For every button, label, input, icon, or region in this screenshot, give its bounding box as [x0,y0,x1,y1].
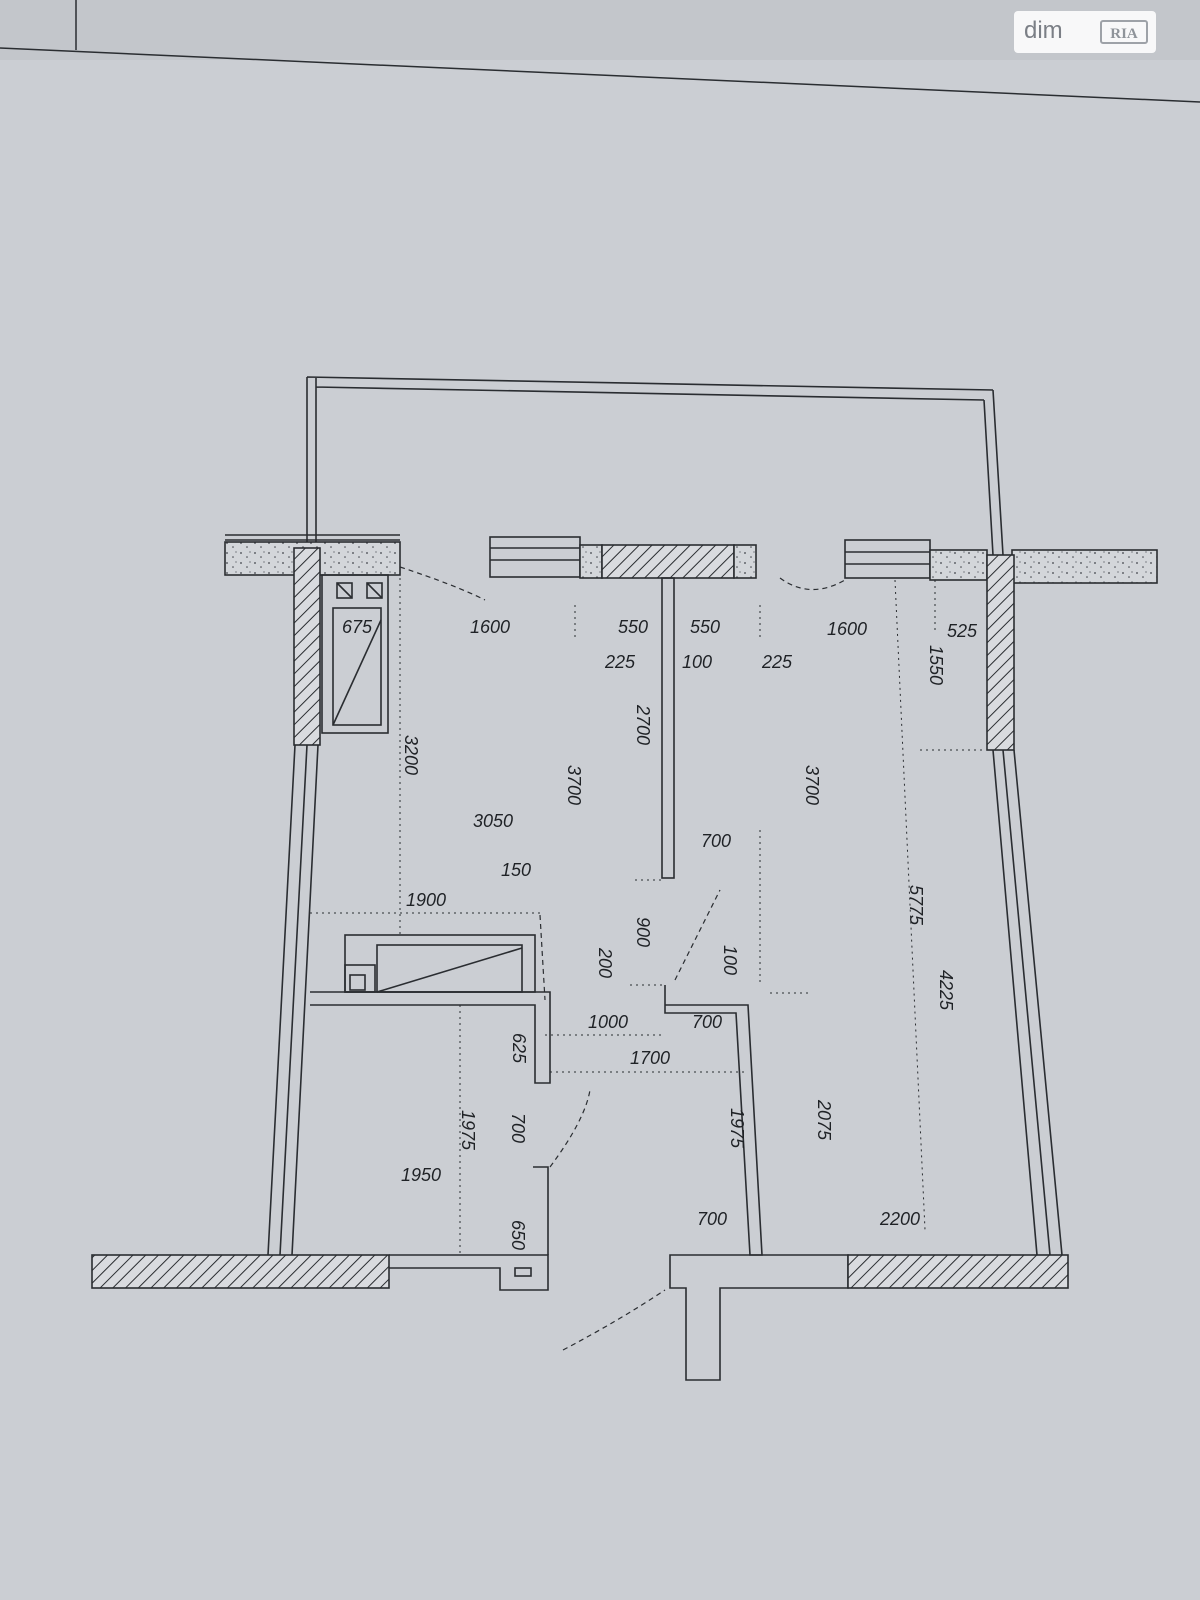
wall-left-exterior [267,744,319,1256]
wall-bottom-right-hatched [847,1254,1069,1289]
dimension-label-d700b: 700 [692,1012,722,1032]
watermark-badge: RIA [1100,20,1148,44]
dimension-label-d1600b: 1600 [827,619,867,639]
wall-right-exterior [992,749,1063,1256]
dimension-label-d1950: 1950 [401,1165,441,1185]
wall-right-hatched [986,554,1015,751]
dimension-lines [310,578,985,1255]
dimension-label-d650: 650 [508,1220,528,1250]
watermark: dim RIA [1014,11,1156,53]
dimension-label-d1000: 1000 [588,1012,628,1032]
wall-bottom-left-hatched [91,1254,390,1289]
dimension-label-d225b: 225 [761,652,793,672]
wall-top-far-right [1011,549,1158,584]
dimension-label-d900: 900 [633,917,653,947]
dimension-label-d675: 675 [342,617,373,637]
dimension-label-d225a: 225 [604,652,636,672]
dimension-label-d1975a: 1975 [458,1110,478,1151]
dimension-label-d3700b: 3700 [802,765,822,805]
dimension-label-d700c: 700 [508,1113,528,1143]
dimension-label-d1550: 1550 [926,645,946,685]
watermark-brand: dim [1024,17,1063,44]
wall-bottom-left-stub [389,1254,549,1291]
dimension-label-d700a: 700 [701,831,731,851]
partition-center [661,577,675,879]
balcony-outline [306,376,1004,556]
dimension-label-d5775: 5775 [906,885,926,926]
dimension-label-d100b: 100 [720,945,740,975]
dimension-label-d525: 525 [947,621,978,641]
dimension-label-d2200: 2200 [879,1209,920,1229]
dimension-label-d150: 150 [501,860,531,880]
dimension-label-d3050: 3050 [473,811,513,831]
dimension-label-d700d: 700 [697,1209,727,1229]
door-swings [399,566,846,1351]
dimension-label-d550a: 550 [618,617,648,637]
frame-border-line [0,47,1200,103]
dimension-label-d1600a: 1600 [470,617,510,637]
dimension-label-d200: 200 [595,947,615,978]
dimension-label-d2700: 2700 [633,704,653,745]
dimension-labels: 675 1600 550 550 1600 525 225 100 225 1550 2700 320… [342,617,978,1250]
dimension-label-d4225: 4225 [936,970,956,1011]
dimension-label-d550b: 550 [690,617,720,637]
wall-bottom-left-niche [514,1267,532,1277]
dimension-label-d2075: 2075 [814,1099,834,1141]
dimension-label-d1975b: 1975 [727,1108,747,1149]
paper-shade [0,0,1200,60]
dimension-label-d1900: 1900 [406,890,446,910]
window-top-left [225,534,400,541]
dimension-label-d1700: 1700 [630,1048,670,1068]
wall-center-hatched [601,544,735,579]
wall-center-post-left [579,544,603,579]
wall-top-right [929,549,988,581]
bathroom-walls [310,934,551,1255]
dimension-label-d100a: 100 [682,652,712,672]
wall-center-post-right [733,544,757,579]
dimension-label-d625: 625 [509,1033,529,1064]
vent-shaft [321,574,389,734]
wall-left-hatched [293,547,321,746]
dimension-label-d3700a: 3700 [564,765,584,805]
dimension-label-d3200: 3200 [401,735,421,775]
